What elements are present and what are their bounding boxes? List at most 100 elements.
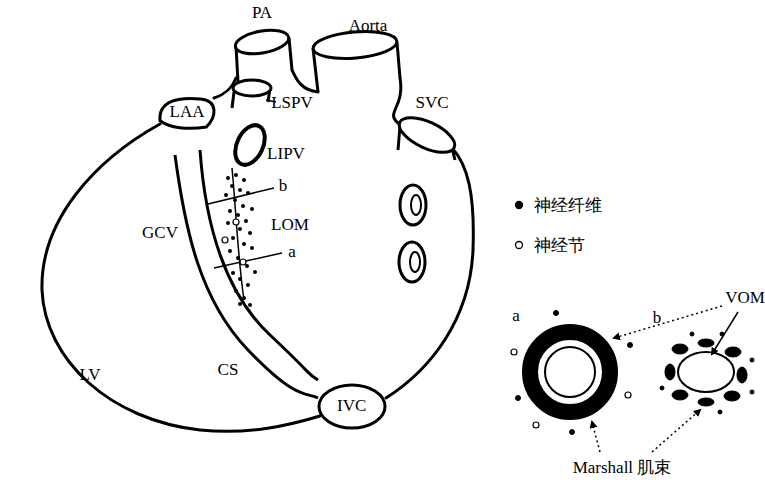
nerve-fibers-part [245,264,249,268]
anatomy-label: LIPV [267,145,305,164]
coronary-sinus-great-cardiac-vein [175,150,318,398]
nerve-fibers-part [233,198,237,202]
cross-section-label: b [653,309,662,328]
nerve-fibers-part [248,231,252,235]
nerve-fibers-part [228,249,232,253]
pointer-lines-part [614,306,722,338]
nerve-fibers-part [253,270,257,274]
nerve-fibers-part [224,193,228,197]
pointer-lines-part [592,422,600,452]
right-pulmonary-veins-part [400,185,426,225]
anatomy-label: a [288,243,296,262]
cross-section-a-part [570,430,575,435]
legend-row: 神经节 [512,233,585,257]
legend-sample [516,242,523,249]
atrial-appendage: LAA [158,96,217,129]
heart-outline [42,70,473,431]
anatomy-label: LSPV [271,94,313,113]
nerve-fibers-part [244,219,248,223]
legend-text: 神经节 [534,234,585,257]
nerve-fibers-part [242,178,246,182]
cross-section-b-part [750,390,754,394]
cross-section-b-part [725,347,741,357]
aorta [312,28,400,92]
right-pulmonary-veins-part [399,242,425,282]
cross-section-b-part [750,358,754,362]
node-label: LAA [170,103,205,122]
nerve-fibers-part [238,277,242,281]
left-inferior-pulmonary-vein-part [229,120,270,169]
ganglia [222,219,246,265]
anatomy-label: Aorta [349,17,388,36]
heart-outline-part [292,70,318,92]
cross-section-b-part [718,410,722,414]
cross-section-a-part [628,343,633,348]
ganglia-part [233,219,239,225]
cross-section-a-part [511,349,517,355]
ganglia-part [222,237,228,243]
nerve-fibers-part [242,296,246,300]
cross-section-b-part [690,332,694,336]
anatomy-label: GCV [142,224,178,243]
nerve-fibers-part [246,283,250,287]
cross-section-b-part [698,339,714,347]
pointer-lines-part [652,410,700,452]
cross-section-label: a [512,307,520,326]
anatomy-label: PA [252,4,272,23]
nerve-fibers-part [242,242,246,246]
legend-swatch [512,238,526,252]
nerve-fibers-part [246,191,250,195]
legend-text: 神经纤维 [534,194,602,217]
heart-outline-part [394,78,401,123]
heart-outline-part [386,148,473,398]
nerve-fibers [224,173,257,307]
cross-section-a-part [530,332,610,412]
cross-section-b-part [737,367,747,383]
leader-lines [208,100,282,268]
nerve-fibers-part [236,213,240,217]
cross-section-a-part [533,422,539,428]
cross-section-b-part [698,398,714,406]
superior-vena-cava [394,111,459,160]
cross-section-b-part [665,364,675,380]
left-superior-pulmonary-vein-part [233,80,271,96]
pulmonary-artery-part [234,26,291,57]
coronary-sinus-great-cardiac-vein-part [200,150,318,380]
nerve-fibers-part [231,271,235,275]
superior-vena-cava-part [394,111,459,160]
pointer-lines-part [712,312,738,354]
right-pulmonary-veins-part [411,195,421,215]
cross-section-a-part [516,396,521,401]
cross-section-b-part [672,344,688,354]
cross-section-b-part [678,352,734,392]
nerve-fibers-part [234,289,238,293]
right-pulmonary-veins [399,185,426,282]
pulmonary-artery [234,26,292,82]
nerve-fibers-part [231,236,235,240]
cross-section-a [511,311,633,435]
anatomy-label: SVC [415,94,448,113]
nerve-fibers-part [234,173,238,177]
left-superior-pulmonary-vein [232,80,271,108]
nerve-fibers-part [248,303,252,307]
nerve-fibers-part [238,227,242,231]
cross-section-b [660,332,754,414]
nerve-fibers-part [238,302,242,306]
heart-outline-part [42,124,320,431]
cross-section-b-part [672,390,688,400]
coronary-sinus-great-cardiac-vein-part [232,168,244,300]
cross-section-a-part [625,392,631,398]
nerve-fibers-part [250,246,254,250]
legend-swatch [512,198,526,212]
anatomy-label: b [279,177,288,196]
cross-section-a-part [545,347,595,397]
nerve-fibers-part [238,188,242,192]
cross-section-label: Marshall 肌束 [573,459,672,478]
pointer-lines [592,306,738,452]
nerve-fibers-part [228,209,232,213]
right-pulmonary-veins-part [410,252,420,272]
anatomy-label: LOM [271,216,309,235]
nerve-fibers-part [230,184,234,188]
ganglia-part [240,259,246,265]
